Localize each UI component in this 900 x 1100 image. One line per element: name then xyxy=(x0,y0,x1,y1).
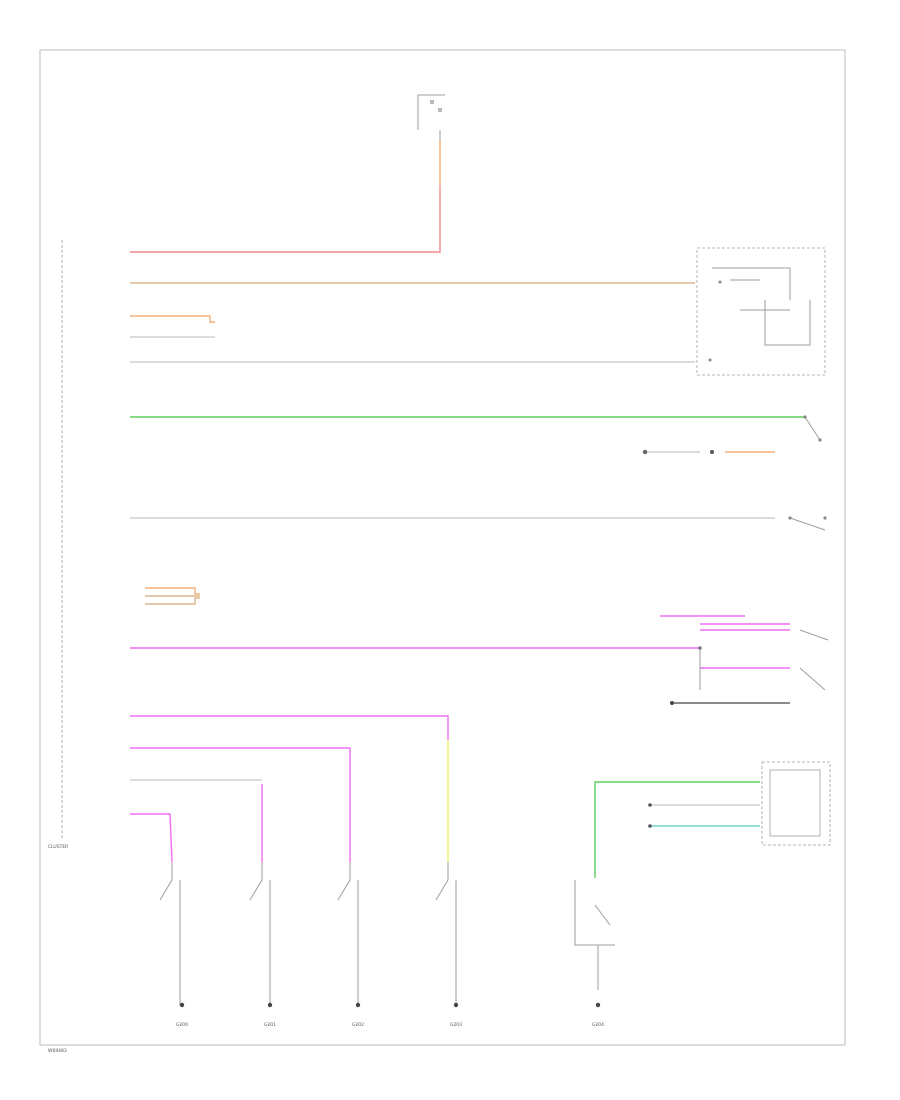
liftgate-switch xyxy=(670,629,829,705)
cluster-label: CLUSTER xyxy=(48,844,68,850)
ground-label: G200 xyxy=(176,1022,188,1028)
top-connector xyxy=(417,94,445,140)
cargo-module xyxy=(648,761,831,846)
door-ajar-switches xyxy=(159,862,459,1008)
wire-door-ajar-lr xyxy=(130,747,351,862)
footer-code: W69483 xyxy=(48,1048,67,1054)
wire-door-ajar-rr xyxy=(130,715,449,740)
wire-power xyxy=(130,186,441,253)
diagram-frame xyxy=(39,49,846,1046)
ground-label: G202 xyxy=(352,1022,364,1028)
wire-door-3 xyxy=(145,597,200,605)
ground-label: G203 xyxy=(450,1022,462,1028)
ground-label: G201 xyxy=(264,1022,276,1028)
cargo-lamp xyxy=(574,880,615,1008)
wire-door-1 xyxy=(145,587,200,595)
ground-label: G204 xyxy=(592,1022,604,1028)
wire-aux-1 xyxy=(130,315,215,323)
wire-cargo-lamp xyxy=(594,781,760,878)
seat-belt-switch xyxy=(642,415,822,455)
park-brake-switch xyxy=(788,516,827,531)
wire-group xyxy=(130,140,805,878)
headlamp-switch xyxy=(696,247,826,376)
wire-door-ajar-lf xyxy=(130,813,173,863)
